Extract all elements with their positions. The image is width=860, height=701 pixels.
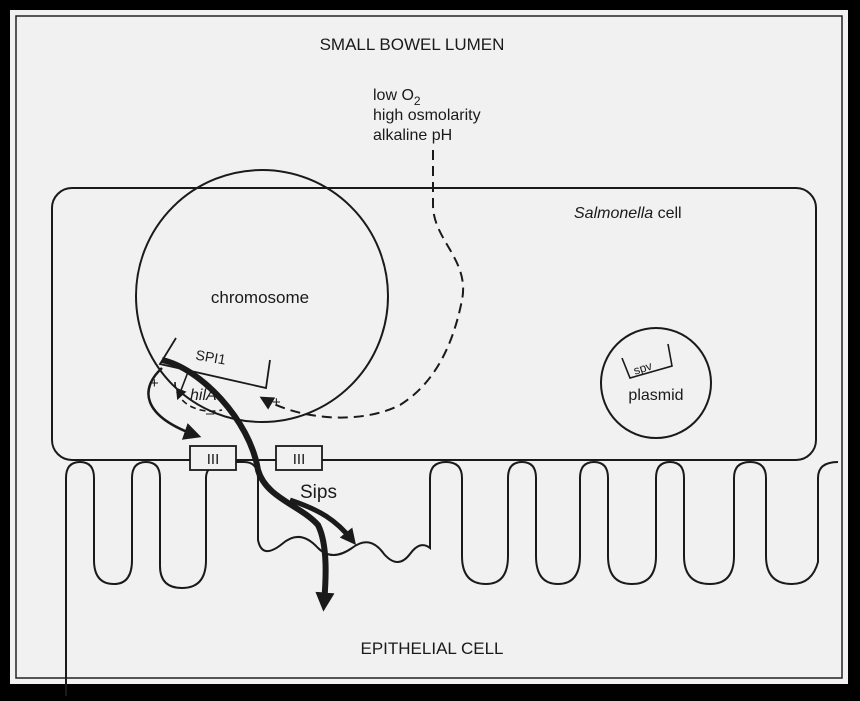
plasmid-label: plasmid	[628, 387, 683, 404]
epithelial-cell-label: EPITHELIAL CELL	[361, 639, 504, 658]
type-iii-apparatus-right: III	[276, 446, 322, 470]
hila-minus: –	[206, 405, 215, 422]
type-iii-apparatus-left: III	[190, 446, 236, 470]
chromosome-label: chromosome	[211, 288, 309, 307]
condition-osmolarity: high osmolarity	[373, 107, 481, 124]
type-iii-label-right: III	[293, 451, 306, 468]
salmonella-cell-label: Salmonella cell	[574, 205, 682, 222]
hila-plus-right: +	[272, 394, 281, 411]
lumen-title: SMALL BOWEL LUMEN	[320, 35, 505, 54]
sips-label: Sips	[300, 482, 337, 503]
condition-ph: alkaline pH	[373, 127, 452, 144]
type-iii-label-left: III	[207, 451, 220, 468]
